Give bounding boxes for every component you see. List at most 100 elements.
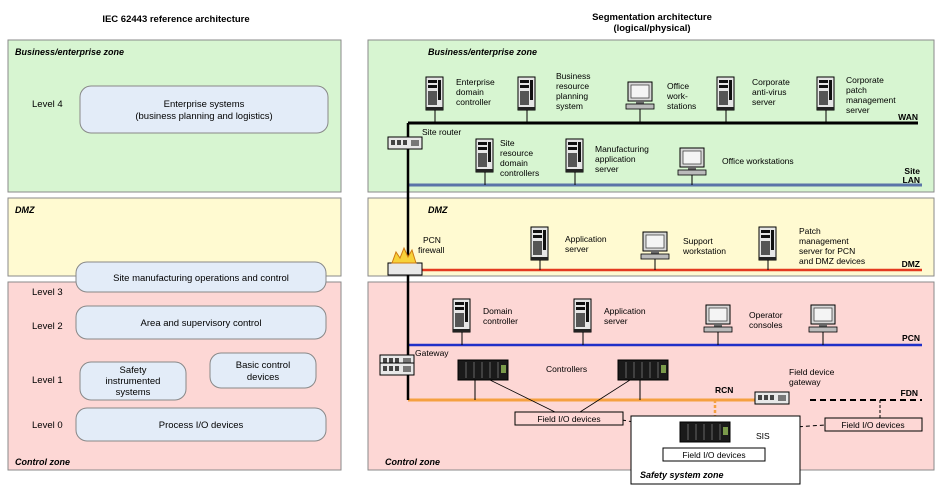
- area-supervisory-box: [75, 305, 327, 340]
- enterprise-systems-box: [79, 85, 329, 134]
- level3-label: Level 3: [32, 287, 63, 298]
- brp-label-4: system: [556, 101, 583, 111]
- basic-control-box: [209, 352, 317, 389]
- controller2-icon: [617, 359, 669, 381]
- process-io-box: [75, 407, 327, 442]
- sis-box: [79, 361, 187, 401]
- sis-label: SIS: [756, 431, 770, 441]
- field-io-sis-box: [662, 447, 766, 462]
- brp-label-1: Business: [556, 71, 591, 81]
- patch-label-2: patch: [846, 85, 867, 95]
- site-rdc-label-2: resource: [500, 148, 533, 158]
- wan-label: WAN: [898, 112, 918, 122]
- sis-line3: systems: [116, 387, 151, 398]
- gateway-label: Gateway: [415, 348, 449, 358]
- office-ws-label-2: work-: [666, 91, 688, 101]
- patch-pcn-label-1: Patch: [799, 226, 821, 236]
- office-ws-label-3: stations: [667, 101, 696, 111]
- ctrl2-to-fio: [579, 379, 631, 413]
- site-rdc-label-1: Site: [500, 138, 515, 148]
- pcn-firewall-icon: [387, 246, 423, 276]
- site-rdc-server-icon: [475, 138, 494, 173]
- domain-controller-icon: [452, 298, 471, 333]
- av-label-3: server: [752, 97, 776, 107]
- safety-zone-label: Safety system zone: [640, 470, 724, 480]
- sis-controller-icon: [679, 421, 731, 443]
- ent-dc-label-1: Enterprise: [456, 77, 495, 87]
- support-ws-label-1: Support: [683, 236, 713, 246]
- support-workstation-icon: [640, 231, 670, 260]
- left-zone-control-label: Control zone: [15, 457, 70, 467]
- av-label-2: anti-virus: [752, 87, 786, 97]
- sis-line2: instrumented: [106, 376, 161, 387]
- gateway-icon-2: [379, 362, 415, 376]
- controllers-label: Controllers: [546, 364, 587, 374]
- field-io-main-label: Field I/O devices: [537, 414, 600, 424]
- rcn-net-label: RCN: [715, 385, 733, 395]
- brp-label-2: resource: [556, 81, 589, 91]
- left-title: IEC 62443 reference architecture: [102, 14, 249, 25]
- ent-dc-label-3: controller: [456, 97, 491, 107]
- app-server2-label-2: server: [604, 316, 628, 326]
- right-title-line2: (logical/physical): [613, 23, 690, 34]
- enterprise-systems-line1: Enterprise systems: [164, 99, 245, 110]
- app-server2-label-1: Application: [604, 306, 646, 316]
- app-server-icon: [530, 226, 549, 261]
- app-server2-icon: [573, 298, 592, 333]
- pcn-net-label: PCN: [902, 333, 920, 343]
- patch-label-3: management: [846, 95, 896, 105]
- field-device-gateway-icon: [754, 391, 790, 405]
- site-ops-label: Site manufacturing operations and contro…: [113, 273, 289, 284]
- field-io-right-box: [824, 417, 923, 432]
- level2-label: Level 2: [32, 321, 63, 332]
- brp-label-3: planning: [556, 91, 588, 101]
- field-io-main-box: [514, 411, 624, 426]
- op-consoles-label-2: consoles: [749, 320, 783, 330]
- right-zone-dmz-label: DMZ: [428, 205, 448, 215]
- patch-label-4: server: [846, 105, 870, 115]
- site-router-label: Site router: [422, 127, 461, 137]
- office-workstation-icon: [625, 81, 655, 110]
- site-lan-label-1: Site: [904, 166, 920, 176]
- patch-pcn-label-3: server for PCN: [799, 246, 855, 256]
- ctrl1-to-fio: [489, 379, 556, 413]
- office-workstation2-icon: [677, 147, 707, 176]
- mfg-app-label-2: application: [595, 154, 636, 164]
- left-zone-dmz-label: DMZ: [15, 205, 35, 215]
- app-server-label-1: Application: [565, 234, 607, 244]
- process-io-label: Process I/O devices: [159, 420, 244, 431]
- patch-pcn-label-2: management: [799, 236, 849, 246]
- patch-pcn-label-4: and DMZ devices: [799, 256, 865, 266]
- field-io-right-label: Field I/O devices: [841, 420, 904, 430]
- basic-control-line1: Basic control: [236, 360, 290, 371]
- fd-gateway-label-1: Field device: [789, 367, 835, 377]
- op-consoles-label-1: Operator: [749, 310, 783, 320]
- basic-control-line2: devices: [247, 372, 279, 383]
- right-title-line1: Segmentation architecture: [592, 12, 712, 23]
- dmz-net-label: DMZ: [902, 259, 920, 269]
- area-supervisory-label: Area and supervisory control: [141, 318, 262, 329]
- site-lan-label-2: LAN: [903, 175, 920, 185]
- office-ws-label-1: Office: [667, 81, 689, 91]
- pcn-fw-label-2: firewall: [418, 245, 445, 255]
- site-rdc-label-3: domain: [500, 158, 528, 168]
- right-zone-control-label: Control zone: [385, 457, 440, 467]
- pcn-fw-label-1: PCN: [423, 235, 441, 245]
- mfg-app-server-icon: [565, 138, 584, 173]
- av-server-icon: [716, 76, 735, 111]
- site-router-icon: [387, 136, 423, 150]
- av-label-1: Corporate: [752, 77, 790, 87]
- site-ops-box: [75, 261, 327, 293]
- level4-label: Level 4: [32, 99, 63, 110]
- patch-pcn-server-icon: [758, 226, 777, 261]
- sis-line1: Safety: [120, 365, 147, 376]
- site-rdc-label-4: controllers: [500, 168, 539, 178]
- right-zone-business-label: Business/enterprise zone: [428, 47, 537, 57]
- enterprise-systems-line2: (business planning and logistics): [135, 111, 272, 122]
- mfg-app-label-1: Manufacturing: [595, 144, 649, 154]
- level1-label: Level 1: [32, 375, 63, 386]
- office-ws2-label: Office workstations: [722, 156, 794, 166]
- patch-server-icon: [816, 76, 835, 111]
- brp-server-icon: [517, 76, 536, 111]
